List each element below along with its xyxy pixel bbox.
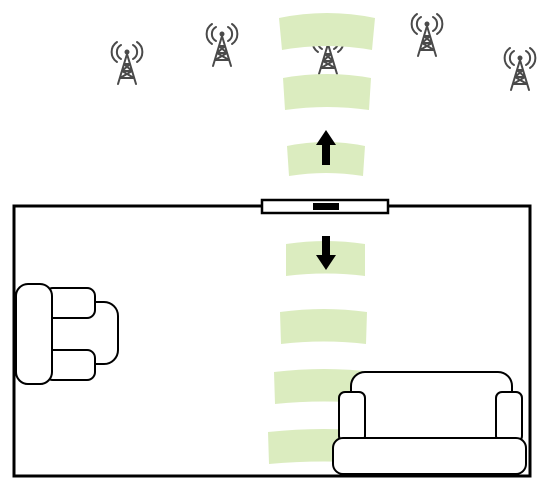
signal-wave (283, 74, 371, 110)
arrow-down-icon (316, 236, 336, 270)
signal-booster-icon (260, 198, 390, 215)
signal-wave (279, 13, 375, 50)
sofa-icon (332, 371, 527, 475)
arrow-up-icon (316, 130, 336, 165)
cell-tower-icon (410, 13, 444, 57)
signal-wave (280, 309, 367, 344)
cell-towers (110, 13, 537, 91)
armchair-icon (15, 283, 119, 385)
cell-tower-icon (110, 41, 144, 85)
cell-tower-icon (503, 47, 537, 91)
cell-tower-icon (205, 23, 239, 67)
